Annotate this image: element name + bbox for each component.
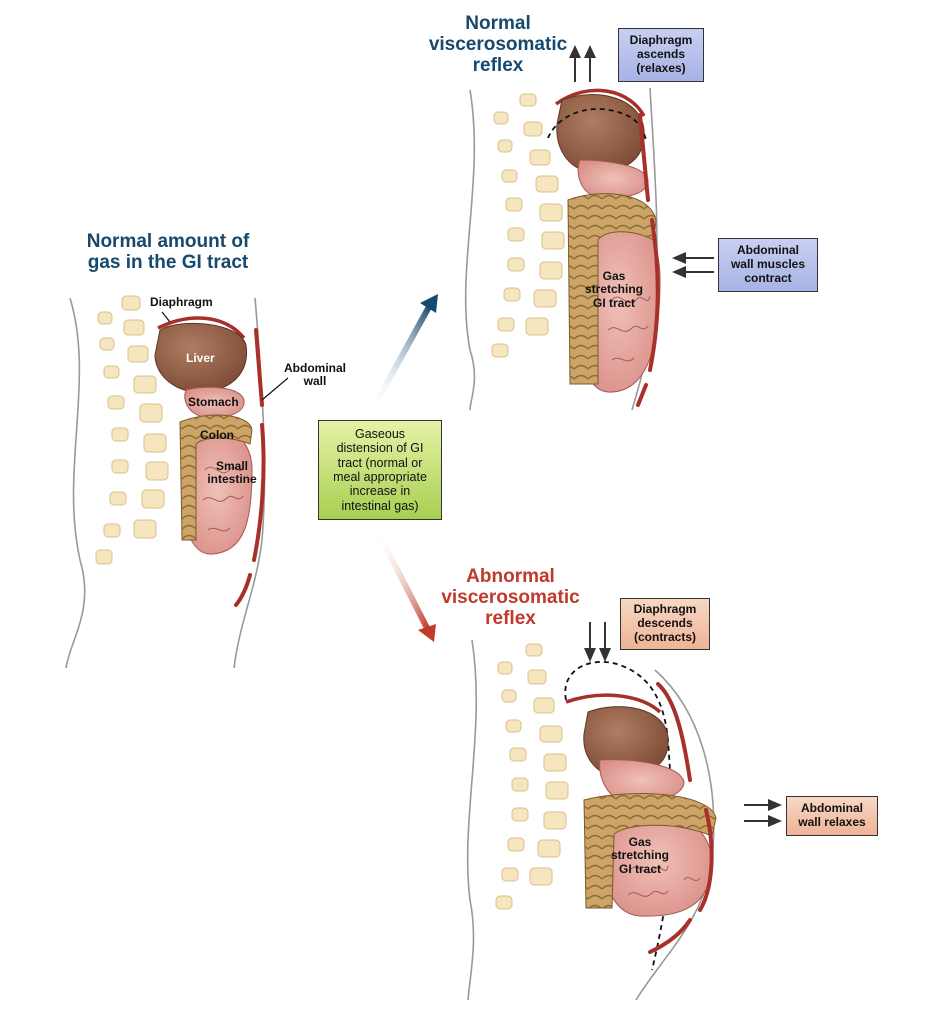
stimulus-box: Gaseous distension of GI tract (normal o… [318,420,442,520]
intestine-folds [607,295,651,362]
liver [556,94,645,173]
abdominal-wall-muscle [234,328,266,607]
body-outline-back [464,89,476,411]
normal-reflex-figure [464,45,714,411]
abdominal-wall-muscle [648,682,714,954]
liver [154,322,248,393]
normal-state-title: Normal amount of gas in the GI tract [86,231,250,273]
arrow-head-abnormal [418,624,436,642]
diaphragm-down-arrows [584,622,611,662]
label-stomach: Stomach [188,395,239,409]
diaphragm-descends-box: Diaphragm descends (contracts) [620,598,710,650]
label-gas-stretching-abnormal: Gas stretching GI tract [610,835,669,876]
diaphragm-up-arrows [569,45,596,82]
spine [491,93,565,358]
diaphragm [157,316,246,340]
diaphragm-ascends-box: Diaphragm ascends (relaxes) [618,28,704,82]
colon [179,414,253,541]
normal-reflex-title: Normal viscerosomatic reflex [428,13,568,76]
label-diaphragm: Diaphragm [150,295,213,309]
spine [495,643,569,910]
diaphragm-ascended-outline [547,108,647,141]
label-small-intestine: Small intestine [207,459,257,487]
label-colon: Colon [200,428,234,442]
body-outline-back [466,639,478,1001]
abdominal-contract-arrows [672,252,714,278]
stomach [577,159,649,198]
stomach [184,386,245,418]
intestine-folds [202,465,244,532]
leader-abdominal-wall [261,377,289,401]
spine [95,295,169,565]
normal-state-figure [65,295,289,669]
abnormal-reflex-title: Abnormal viscerosomatic reflex [441,566,580,629]
arrow-to-abnormal-reflex [375,530,431,632]
diaphragm [554,88,646,117]
abdominal-relax-arrows [744,799,782,827]
label-gas-stretching-normal: Gas stretching GI tract [584,269,643,310]
intestine-folds [627,865,701,897]
arrow-to-normal-reflex [369,303,433,412]
leader-diaphragm [161,311,171,323]
abnormal-reflex-figure [466,622,782,1001]
body-outline-back [65,297,86,669]
label-liver: Liver [186,351,215,365]
diaphragm [565,693,662,714]
abdominal-wall-muscle [636,113,660,407]
arrow-head-normal [420,294,438,313]
label-abdominal-wall: Abdominal wall [284,361,346,389]
abdominal-relaxes-box: Abdominal wall relaxes [786,796,878,836]
abdominal-contract-box: Abdominal wall muscles contract [718,238,818,292]
